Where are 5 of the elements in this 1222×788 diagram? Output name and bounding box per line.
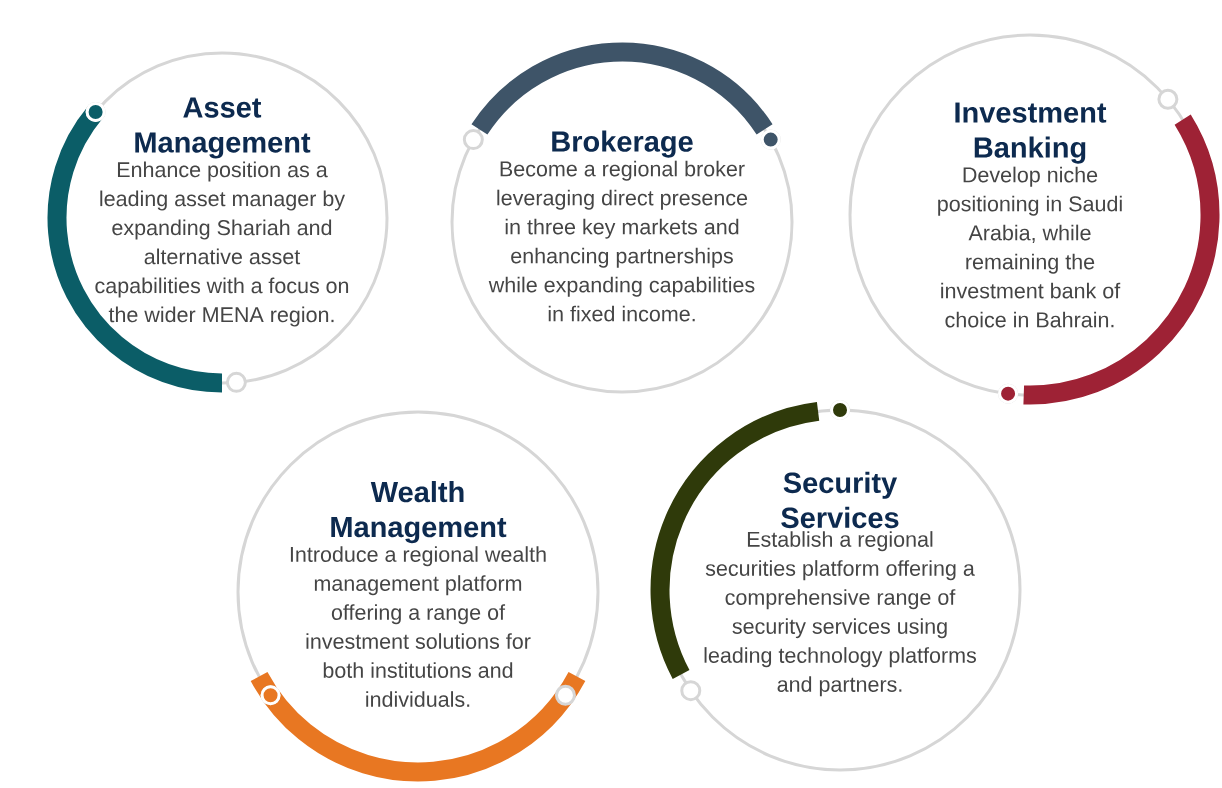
circle-card: Asset Management Enhance position as a leading asset manager by expanding Shariah and alternative asset capabilities with a focus on the wider MENA region. [47,51,389,393]
circle-card: Security Services Establish a regional securities platform offering a comprehensive range of security services using leading technology platforms and partners. [650,400,1022,772]
circle-card: Investment Banking Develop niche positioning in Saudi Arabia, while remaining the investment bank of choice in Bahrain. [848,33,1220,405]
circle-card: Wealth Management Introduce a regional wealth management platform offering a range of investment solutions for both institutions and individuals. [236,410,600,782]
circle-card: Brokerage Become a regional broker leveraging direct presence in three key markets and enhancing partnerships while expanding capabilities in fixed income. [450,42,794,394]
